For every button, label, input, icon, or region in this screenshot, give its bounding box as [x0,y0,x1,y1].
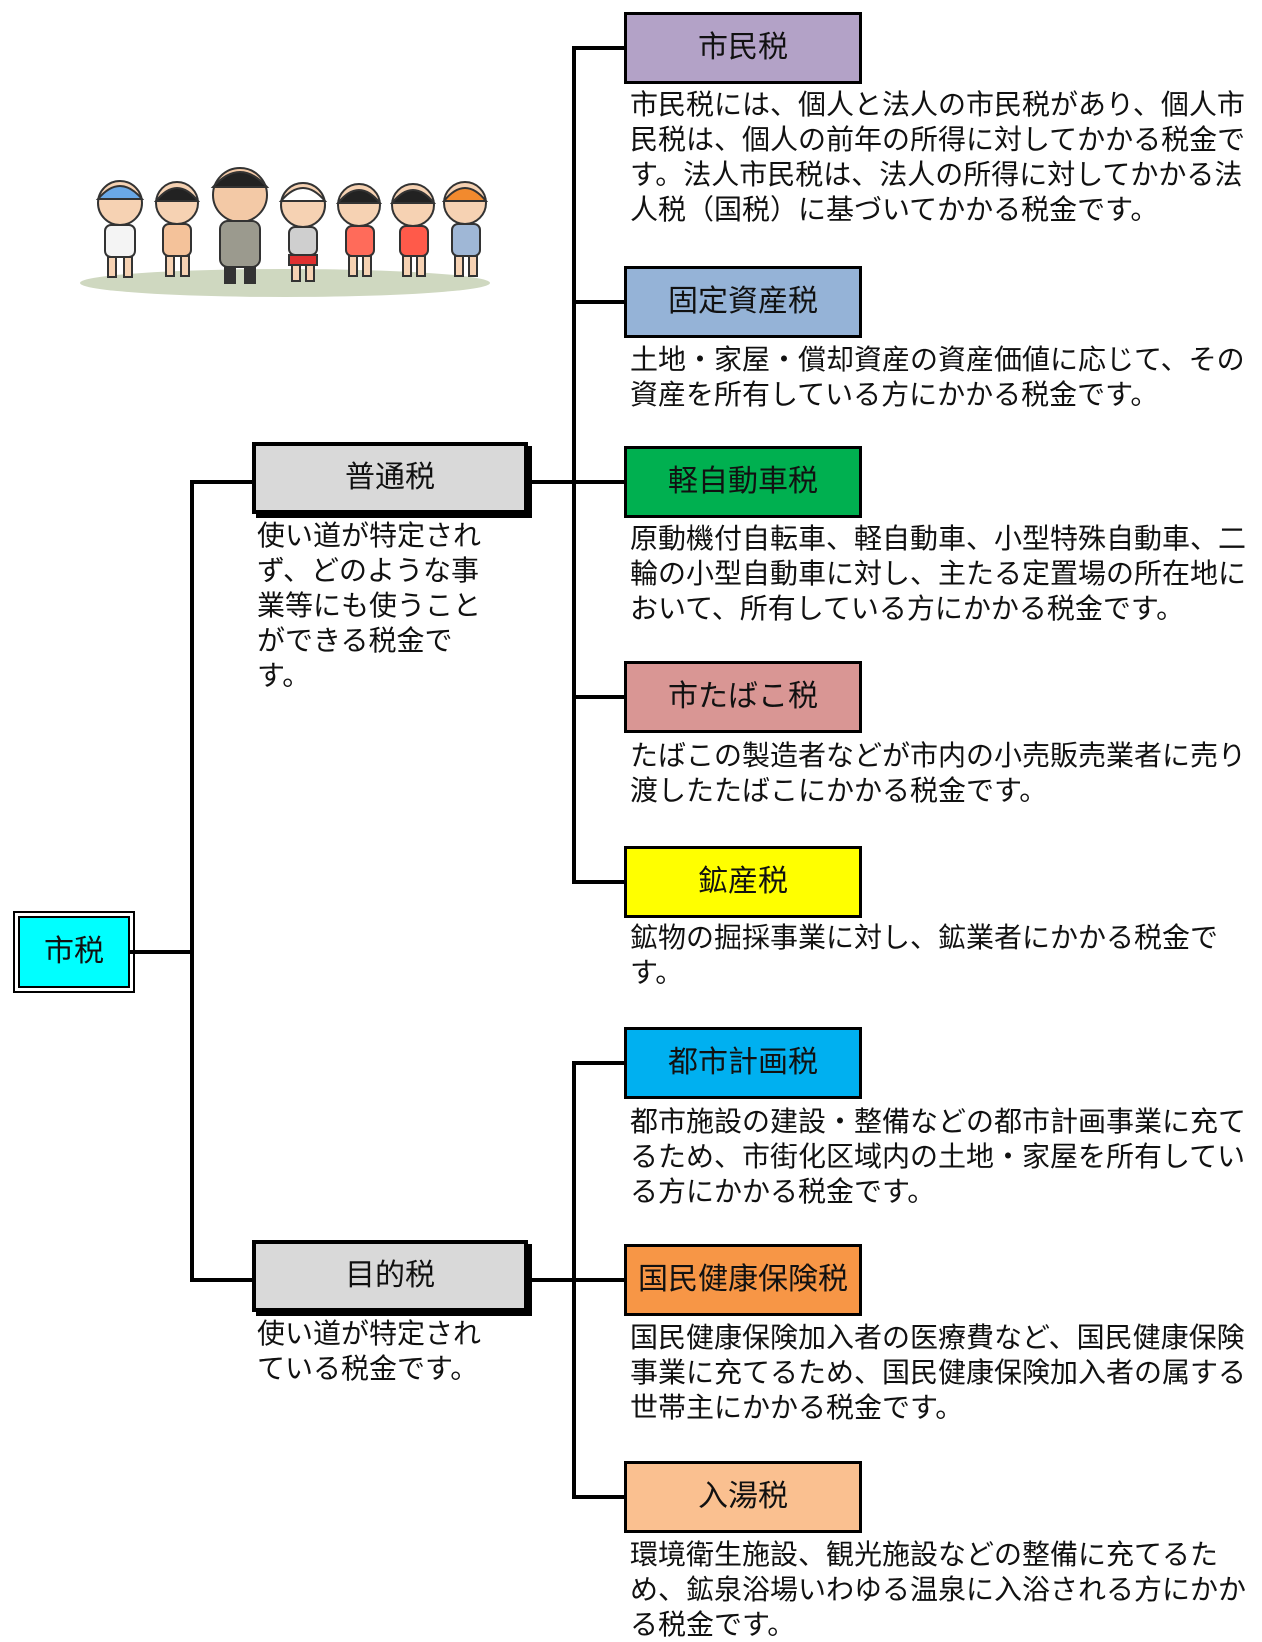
root-label: 市税 [44,934,104,969]
tax-description: 市民税には、個人と法人の市民税があり、個人市民税は、個人の前年の所得に対してかか… [630,88,1246,226]
tax-label: 固定資産税 [668,284,818,319]
category-box-futsuzei: 普通税 [252,442,528,514]
tax-label: 国民健康保険税 [638,1262,848,1297]
tax-label: 軽自動車税 [668,464,818,499]
category-description: 使い道が特定されず、どのような事業等にも使うことができる税金です。 [257,519,482,692]
tax-box-shiminzei: 市民税 [624,12,862,84]
tax-description: 国民健康保険加入者の医療費など、国民健康保険事業に充てるため、国民健康保険加入者… [630,1321,1247,1424]
tax-description: 環境衛生施設、観光施設などの整備に充てるため、鉱泉浴場いわゆる温泉に入浴される方… [630,1538,1247,1641]
tax-box-kei-jidoshazei: 軽自動車税 [624,446,862,518]
category-label: 目的税 [345,1258,435,1293]
tax-description: 鉱物の掘採事業に対し、鉱業者にかかる税金です。 [630,921,1219,989]
tax-box-kosanzei: 鉱産税 [624,846,862,918]
category-description: 使い道が特定されている税金です。 [257,1317,482,1385]
tax-box-kotei-shisanzei: 固定資産税 [624,266,862,338]
tax-description: 都市施設の建設・整備などの都市計画事業に充てるため、市街化区域内の土地・家屋を所… [630,1105,1247,1208]
children-holding-hands-illustration [80,167,490,297]
tax-box-nyutozei: 入湯税 [624,1461,862,1533]
tax-description: たばこの製造者などが市内の小売販売業者に売り渡したたばこにかかる税金です。 [630,739,1247,807]
tax-label: 入湯税 [698,1479,788,1514]
tax-label: 都市計画税 [668,1045,818,1080]
category-label: 普通税 [345,460,435,495]
root-box: 市税 [13,911,135,993]
tax-description: 原動機付自転車、軽自動車、小型特殊自動車、二輪の小型自動車に対し、主たる定置場の… [630,522,1247,625]
tax-box-kokumin-kenko-hokenzei: 国民健康保険税 [624,1244,862,1316]
tax-label: 鉱産税 [698,864,788,899]
tax-box-toshi-keikakuzei: 都市計画税 [624,1027,862,1099]
tax-label: 市民税 [698,30,788,65]
tax-description: 土地・家屋・償却資産の資産価値に応じて、その資産を所有している方にかかる税金です… [630,343,1245,411]
category-box-mokutekizei: 目的税 [252,1240,528,1312]
tax-box-shi-tabakozei: 市たばこ税 [624,661,862,733]
tax-label: 市たばこ税 [668,679,818,714]
